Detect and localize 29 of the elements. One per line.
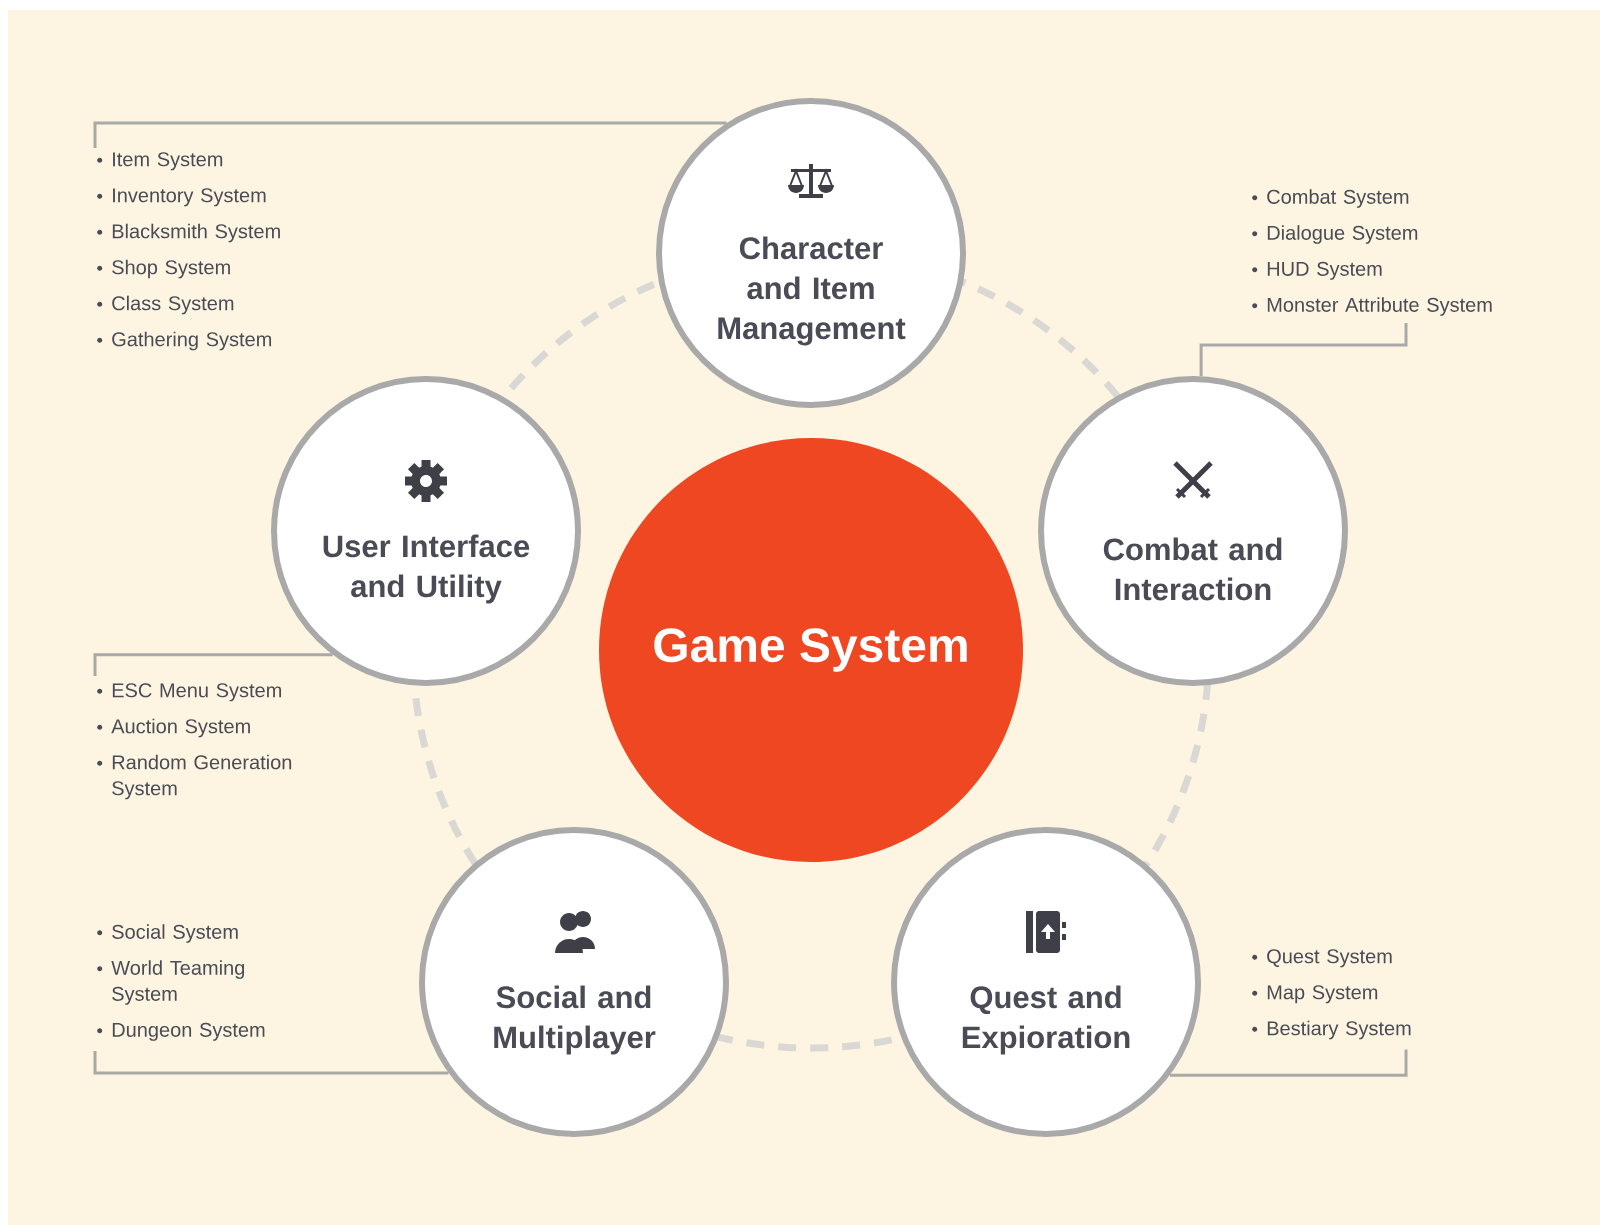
node-label: Shop System [112, 259, 230, 279]
node-label: Social System [112, 924, 238, 943]
leader-line [93, 653, 333, 676]
node-label: Dialogue System [1267, 225, 1418, 244]
bullet-list: Combat System Dialogue System HUD System Monster Attribute System [1252, 189, 1492, 316]
leader-line [93, 1051, 449, 1075]
node-label: Gathering System [112, 331, 272, 351]
bullet-list: ESC Menu System Auction System Random Generation System [97, 683, 292, 800]
node-label: Quest System [1267, 949, 1392, 968]
node-label: Dungeon System [112, 1022, 265, 1041]
node-label: Auction System [111, 718, 250, 738]
node-label: Class System [112, 295, 234, 315]
node-label: Combat System [1267, 189, 1409, 208]
bullet-list: Item System Inventory System Blacksmith System Shop System Class System Gathering System [97, 152, 280, 351]
node-label: Inventory System [113, 188, 266, 207]
node-label: Bestiary System [1267, 1020, 1411, 1040]
node-label: World Teaming System [111, 960, 245, 1005]
node-label: Monster Attribute System [1267, 297, 1492, 316]
leader-line [1199, 323, 1408, 377]
node-label: Item System [113, 152, 223, 171]
node-label: ESC Menu System [112, 683, 282, 702]
node-label: Map System [1267, 985, 1378, 1004]
bullet-list: Social System World Teaming System Dungeon System [97, 924, 265, 1041]
node-label: Random Generation System [112, 754, 292, 800]
node-label: HUD System [1267, 261, 1382, 280]
node-label: Blacksmith System [112, 223, 280, 243]
leader-line [93, 121, 727, 148]
bullet-list: Quest System Map System Bestiary System [1252, 949, 1411, 1040]
leader-line [1169, 1049, 1408, 1077]
